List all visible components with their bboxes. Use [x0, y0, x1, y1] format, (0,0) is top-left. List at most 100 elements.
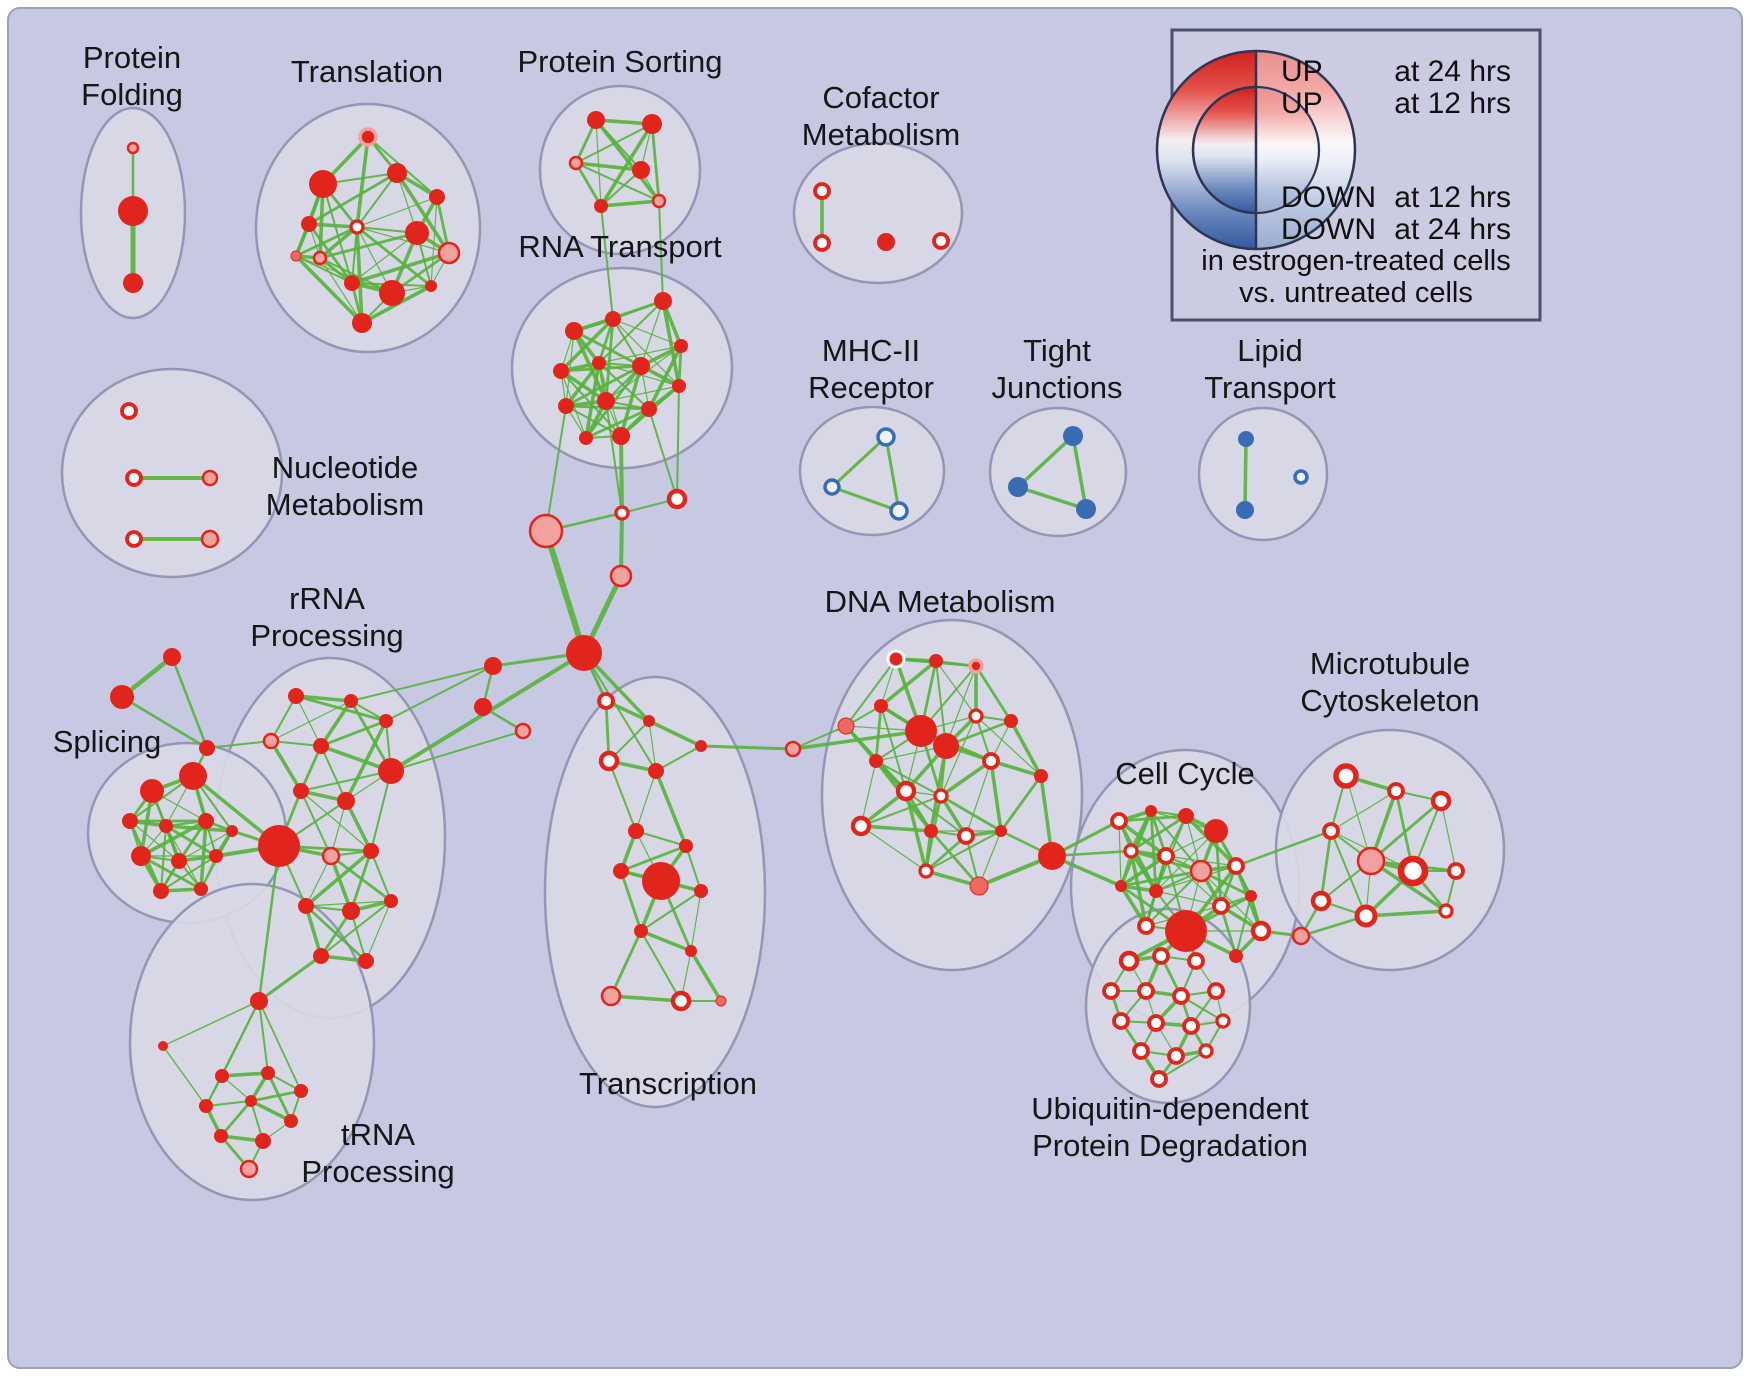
- network-edge: [791, 729, 923, 751]
- network-edge: [584, 407, 651, 440]
- network-node-md5: [566, 635, 602, 671]
- network-edge: [249, 1099, 293, 1123]
- network-edge: [307, 171, 399, 226]
- network-node-tj1: [1063, 426, 1083, 446]
- network-node-pf2: [118, 196, 148, 226]
- network-node-rt1: [565, 322, 583, 340]
- network-node-sp4: [159, 819, 173, 833]
- network-edge: [599, 199, 661, 208]
- network-edge: [1369, 859, 1448, 913]
- network-node-dm16: [924, 824, 938, 838]
- cluster-ellipse-mh: [798, 405, 946, 537]
- network-edge: [205, 1100, 252, 1107]
- network-edge: [975, 715, 1042, 777]
- network-edge: [575, 123, 653, 164]
- network-edge: [545, 405, 567, 532]
- network-edge: [1235, 895, 1252, 957]
- network-node-ub14: [1198, 1043, 1214, 1059]
- network-node-sp6: [131, 846, 151, 866]
- network-edge: [1200, 870, 1262, 932]
- network-node-dm4: [837, 717, 855, 735]
- network-node-dm5: [874, 699, 888, 713]
- network-edge: [640, 300, 664, 367]
- network-edge: [619, 434, 624, 515]
- network-edge: [395, 171, 451, 255]
- network-edge: [929, 829, 981, 888]
- network-node-rt12: [612, 427, 630, 445]
- network-node-ub4: [1102, 982, 1120, 1000]
- network-node-ub13: [1167, 1047, 1185, 1065]
- network-edge: [965, 760, 992, 837]
- network-node-tn8: [284, 1114, 298, 1128]
- network-edge: [257, 844, 281, 1003]
- network-node-mc2: [1387, 782, 1405, 800]
- network-edge: [318, 231, 419, 260]
- network-node-cc0: [1038, 842, 1066, 870]
- network-edge: [600, 205, 614, 320]
- network-edge: [258, 1000, 269, 1074]
- network-node-tr13: [352, 313, 372, 333]
- network-node-rt2: [605, 311, 621, 327]
- network-edge: [654, 769, 688, 848]
- network-edge: [860, 795, 942, 827]
- network-node-tr6: [349, 219, 365, 235]
- network-node-tr11: [344, 275, 360, 291]
- network-node-ps1: [587, 111, 605, 129]
- network-node-cc3: [1178, 808, 1194, 824]
- network-edge: [564, 361, 601, 408]
- network-edge: [640, 930, 682, 1002]
- network-edge: [658, 200, 664, 302]
- network-node-cc12: [1212, 897, 1230, 915]
- network-edge: [299, 744, 323, 793]
- network-edge: [257, 954, 323, 1003]
- network-edge: [258, 1000, 302, 1092]
- network-edge: [879, 659, 938, 708]
- network-node-cc15: [1250, 920, 1272, 942]
- network-edge: [1119, 854, 1168, 888]
- network-node-cc1: [1110, 812, 1128, 830]
- network-edge: [929, 744, 948, 833]
- network-node-tc5: [695, 740, 707, 752]
- network-node-dm6: [905, 715, 937, 747]
- network-edge: [1009, 719, 1043, 778]
- network-node-md1: [528, 513, 564, 549]
- network-node-tr2: [309, 170, 337, 198]
- network-edge: [344, 799, 373, 853]
- network-edge: [543, 528, 587, 656]
- network-edge: [583, 652, 657, 772]
- network-edge: [370, 850, 392, 902]
- network-node-dm9: [1004, 714, 1018, 728]
- network-edge: [648, 720, 657, 772]
- network-node-dm20: [969, 876, 989, 896]
- network-node-tc2: [643, 715, 655, 727]
- network-node-tn3: [215, 1069, 229, 1083]
- network-node-sp8: [209, 849, 223, 863]
- network-node-rr6: [378, 758, 404, 784]
- network-node-dm10: [1034, 769, 1048, 783]
- network-node-tn10: [255, 1133, 271, 1149]
- network-node-cc4: [1204, 819, 1228, 843]
- network-node-sp3: [122, 813, 138, 829]
- network-node-tc11: [634, 924, 648, 938]
- network-edge: [584, 361, 601, 440]
- network-edge: [294, 225, 359, 258]
- network-edge: [370, 770, 392, 852]
- network-edge: [349, 699, 393, 773]
- network-node-rr16: [358, 953, 374, 969]
- network-node-tn7: [245, 1095, 257, 1107]
- network-node-tc1: [597, 692, 615, 710]
- network-node-lt1: [1238, 431, 1254, 447]
- network-edge: [329, 854, 353, 913]
- network-node-rr10: [321, 846, 341, 866]
- network-node-tr1: [358, 127, 378, 147]
- network-node-mc6: [1397, 855, 1429, 887]
- network-edge: [305, 855, 332, 907]
- network-node-md2: [614, 505, 630, 521]
- network-edge: [322, 183, 353, 284]
- network-edge: [319, 699, 353, 748]
- network-node-tn4: [261, 1066, 275, 1080]
- network-node-md7: [474, 698, 492, 716]
- network-node-dm8: [968, 708, 984, 724]
